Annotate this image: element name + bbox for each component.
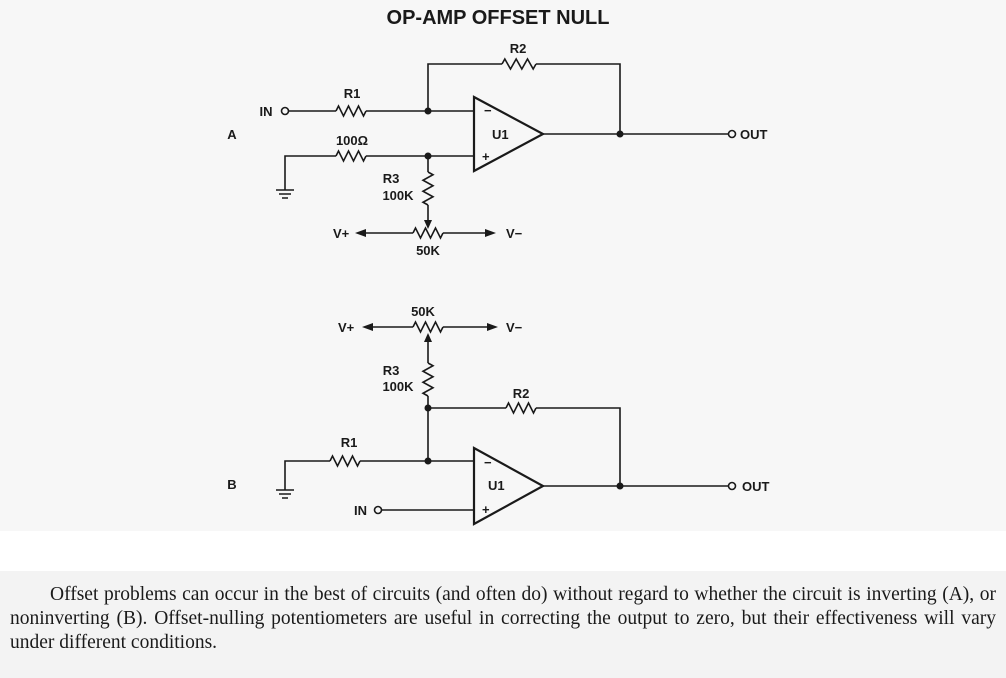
caption-text: Offset problems can occur in the best of… xyxy=(10,584,996,653)
noninverting-input-sign: + xyxy=(482,149,490,164)
noninverting-input-sign: + xyxy=(482,502,490,517)
inverting-input-sign: − xyxy=(484,455,492,470)
resistor-r1 xyxy=(329,454,361,468)
resistor-r1 xyxy=(335,104,367,118)
arrow-right-icon xyxy=(485,229,496,237)
ground-icon xyxy=(276,489,294,499)
input-terminal xyxy=(373,505,383,515)
junction-dot xyxy=(616,130,624,138)
circuit-a: A IN R1 R2 OUT − + U1 100Ω R3 100K V+ V−… xyxy=(227,41,767,258)
op-amp-u1 xyxy=(472,95,546,173)
potentiometer-50k xyxy=(412,226,444,240)
v-plus-label: V+ xyxy=(338,320,355,335)
schematic-diagram: OP-AMP OFFSET NULL A IN R1 R2 OUT − + U1… xyxy=(227,7,770,526)
diagram-title: OP-AMP OFFSET NULL xyxy=(387,7,610,29)
resistor-r2 xyxy=(501,57,537,71)
r3-label: R3 xyxy=(383,363,400,378)
junction-dot xyxy=(424,404,432,412)
r1-label: R1 xyxy=(341,435,358,450)
resistor-100-ohm xyxy=(335,149,367,163)
circuit-b-label: B xyxy=(227,477,236,492)
junction-dot xyxy=(616,482,624,490)
r3-value: 100K xyxy=(382,379,414,394)
output-label: OUT xyxy=(742,479,770,494)
caption: Offset problems can occur in the best of… xyxy=(0,571,1006,678)
v-plus-label: V+ xyxy=(333,226,350,241)
r2-label: R2 xyxy=(510,41,527,56)
junction-dot xyxy=(424,152,432,160)
resistor-r2 xyxy=(505,401,537,415)
resistor-r3 xyxy=(421,171,435,206)
wiper-arrow-icon xyxy=(424,333,432,342)
v-minus-label: V− xyxy=(506,226,523,241)
r-ground-label: 100Ω xyxy=(336,133,368,148)
arrow-left-icon xyxy=(362,323,373,331)
r1-label: R1 xyxy=(344,86,361,101)
arrow-left-icon xyxy=(355,229,366,237)
r2-label: R2 xyxy=(513,386,530,401)
pot-label: 50K xyxy=(416,243,440,258)
output-terminal xyxy=(727,129,737,139)
arrow-right-icon xyxy=(487,323,498,331)
wires-a-bottom xyxy=(284,155,474,222)
circuit-b: B 50K V+ V− R3 100K R2 R1 − + U1 IN OUT xyxy=(227,304,770,526)
junction-dot xyxy=(424,457,432,465)
circuit-a-label: A xyxy=(227,127,237,142)
pot-label: 50K xyxy=(411,304,435,319)
input-label: IN xyxy=(260,104,273,119)
op-amp-u1 xyxy=(472,446,546,526)
op-amp-label: U1 xyxy=(492,127,509,142)
op-amp-label: U1 xyxy=(488,478,505,493)
potentiometer-50k xyxy=(412,320,444,334)
input-label: IN xyxy=(354,503,367,518)
ground-icon xyxy=(276,189,294,199)
output-label: OUT xyxy=(740,127,768,142)
wiper-arrow-icon xyxy=(424,220,432,229)
r3-value: 100K xyxy=(382,188,414,203)
wires-a-top xyxy=(289,63,728,135)
resistor-r3 xyxy=(421,362,435,397)
inverting-input-sign: − xyxy=(484,103,492,118)
r3-label: R3 xyxy=(383,171,400,186)
wires-b xyxy=(284,341,728,511)
v-minus-label: V− xyxy=(506,320,523,335)
input-terminal xyxy=(280,106,290,116)
junction-dot xyxy=(424,107,432,115)
output-terminal xyxy=(727,481,737,491)
